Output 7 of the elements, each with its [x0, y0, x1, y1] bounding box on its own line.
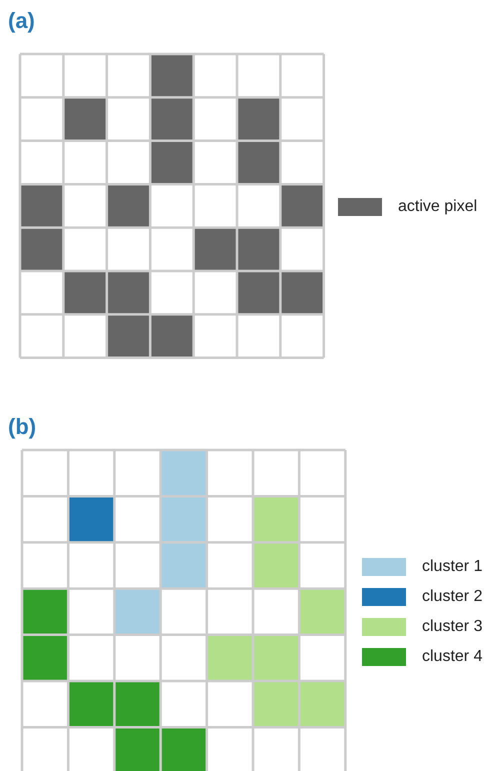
legend-label: active pixel	[398, 197, 478, 217]
panel-label: (b)	[8, 413, 36, 441]
legend-label: cluster 4	[422, 647, 482, 667]
panel-label: (a)	[8, 7, 35, 35]
legend-label: cluster 1	[422, 557, 482, 577]
legend-label: cluster 2	[422, 587, 482, 607]
legend-label: cluster 3	[422, 617, 482, 637]
